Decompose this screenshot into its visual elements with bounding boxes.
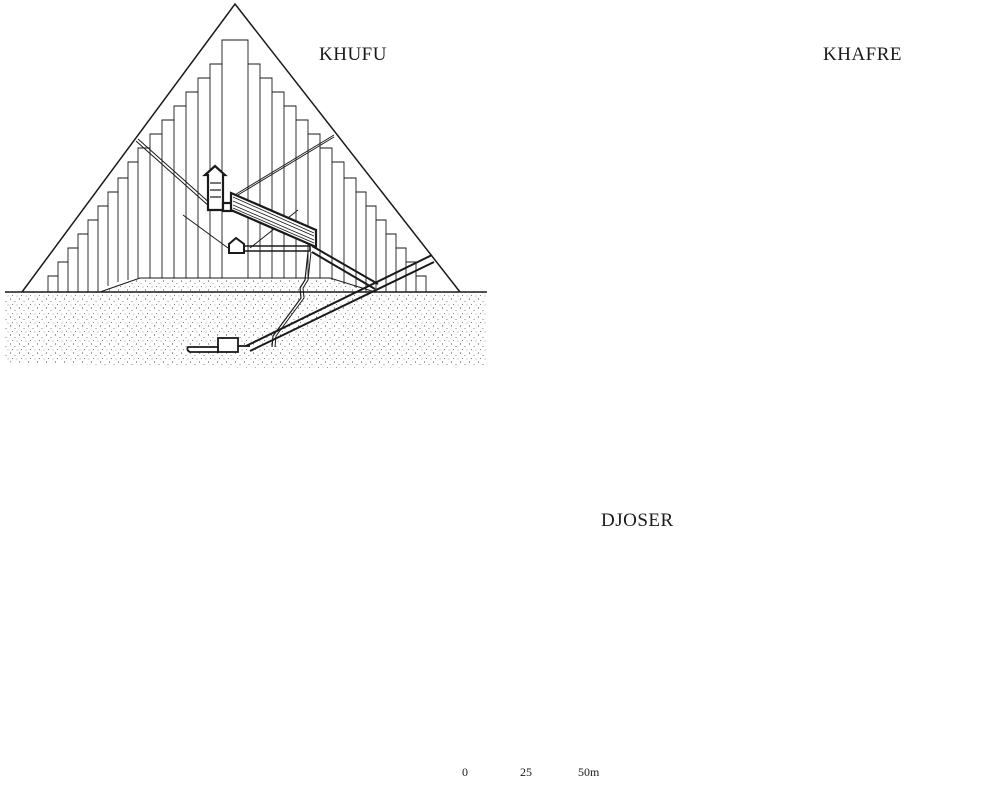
scale-tick-50m: 50m: [578, 765, 600, 779]
khufu-section: [5, 2, 487, 368]
scale-tick-25: 25: [520, 765, 532, 779]
scale-tick-0: 0: [462, 765, 468, 779]
khufu-subterranean-chamber: [186, 337, 250, 353]
khufu-outline: [21, 2, 461, 293]
khufu-grand-gallery: [229, 191, 318, 249]
label-khufu: KHUFU: [319, 44, 387, 65]
khufu-kings-chamber: [202, 164, 235, 213]
label-khafre: KHAFRE: [823, 44, 903, 65]
label-djoser: DJOSER: [601, 510, 674, 531]
khufu-queens-chamber: [228, 236, 311, 254]
khufu-bedrock: [5, 278, 487, 368]
